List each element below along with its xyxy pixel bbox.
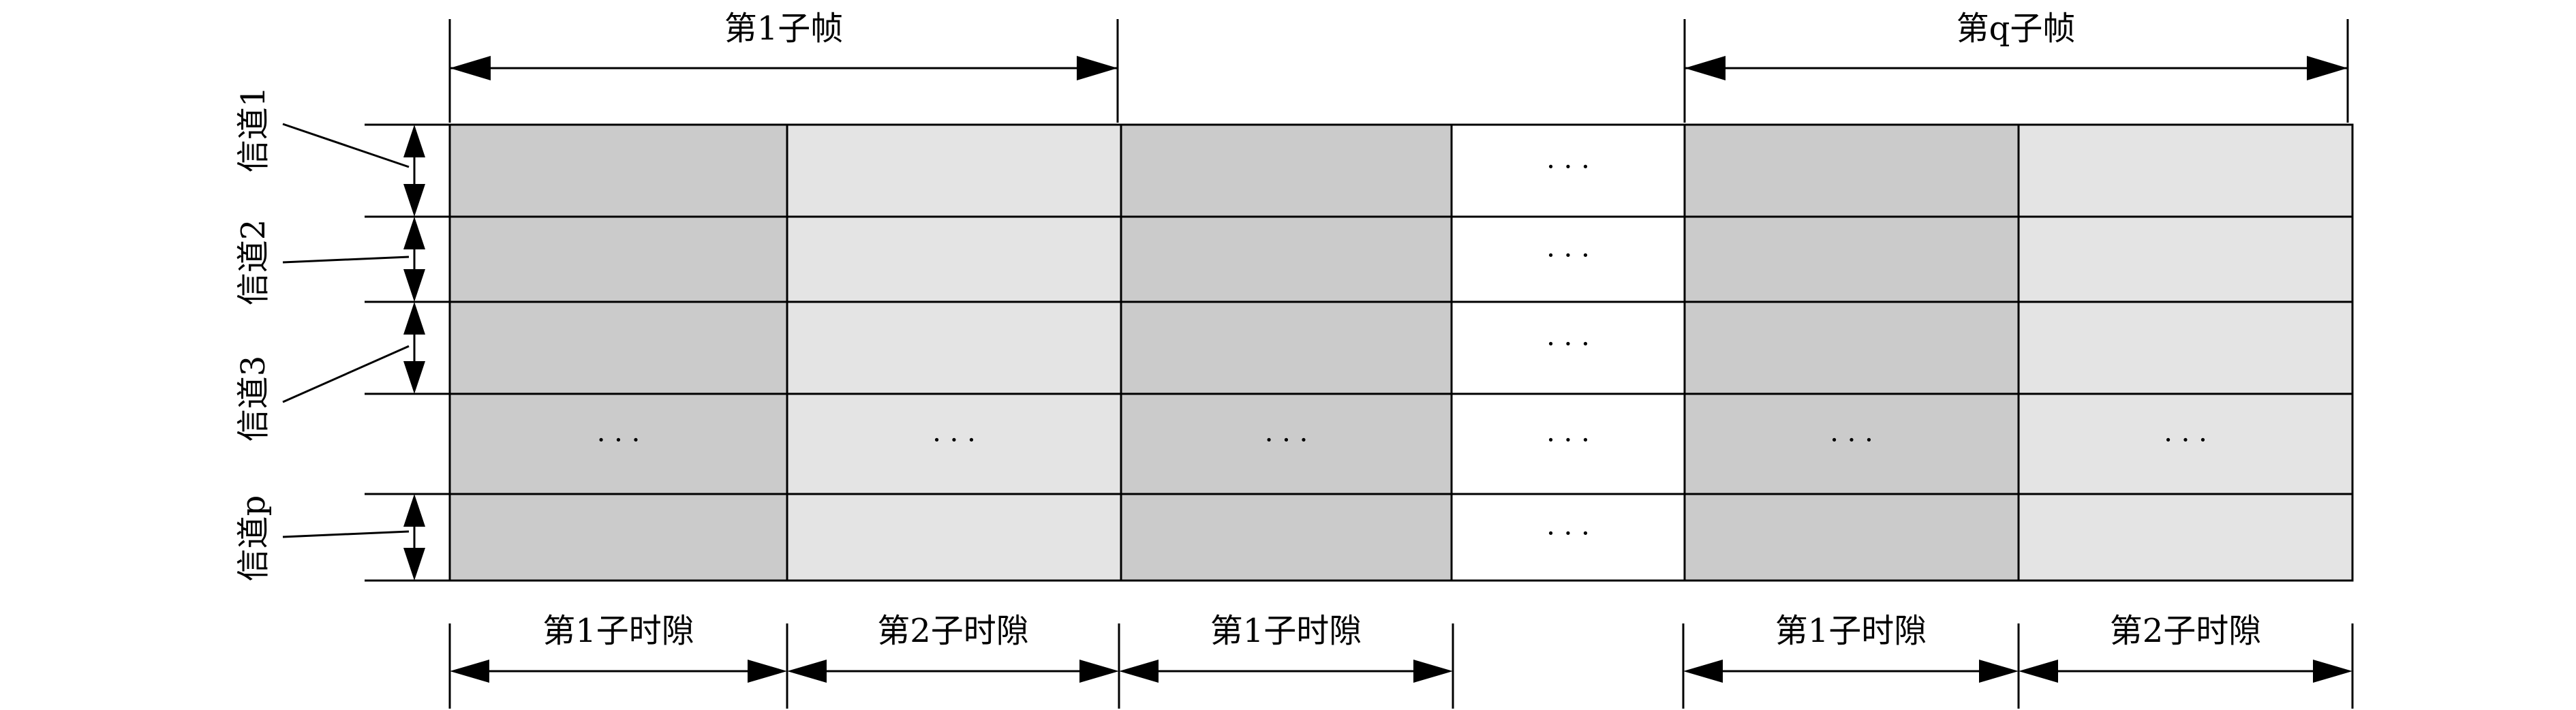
timeslot-3-arrowhead-left bbox=[1119, 660, 1159, 683]
ellipsis-r1-c4: · · · bbox=[1546, 152, 1590, 183]
channel-markers bbox=[282, 123, 450, 582]
ellipsis-r4-c5: · · · bbox=[1830, 425, 1873, 457]
grid-cell-r5-c6 bbox=[2017, 493, 2354, 582]
grid-cell-r2-c2 bbox=[786, 215, 1122, 303]
grid-cell-r4-c5 bbox=[1683, 392, 2020, 495]
timeslot-2-label: 第2子时隙 bbox=[877, 612, 1029, 650]
subframe-1-label: 第1子帧 bbox=[724, 10, 844, 48]
grid-cell-r2-c5 bbox=[1683, 215, 2020, 303]
channel-1-arrowhead-down bbox=[403, 184, 425, 217]
channel-p-label: 信道p bbox=[234, 495, 273, 582]
subframe-arrowheads bbox=[450, 56, 2348, 80]
ellipsis-r4-c6: · · · bbox=[2164, 425, 2207, 457]
timeslot-1-arrowhead-right bbox=[748, 660, 787, 683]
timeslot-3-label: 第1子时隙 bbox=[1210, 612, 1362, 650]
timeslot-2-arrowhead-right bbox=[1079, 660, 1119, 683]
grid-cell-r1-c6 bbox=[2017, 123, 2354, 218]
channel-1-leader bbox=[282, 123, 410, 168]
subframe-1-dimension: 第1子帧 bbox=[448, 10, 1119, 123]
grid-cell-r1-c4 bbox=[1450, 123, 1686, 218]
grid-cell-r4-c2 bbox=[786, 392, 1122, 495]
subframe-q-dimension: 第q子帧 bbox=[1683, 10, 2349, 123]
grid-cell-r1-c1 bbox=[448, 123, 788, 218]
timeslot-1-arrowhead-left bbox=[450, 660, 489, 683]
grid-cell-r1-c5 bbox=[1683, 123, 2020, 218]
grid-cell-r2-c1 bbox=[448, 215, 788, 303]
timeslot-4-arrowhead-right bbox=[1979, 660, 2019, 683]
channel-labels: 信道1 信道2 信道3 信道p bbox=[234, 87, 273, 582]
timeslot-3-arrowhead-right bbox=[1413, 660, 1453, 683]
timeslot-dimensions: 第1子时隙 第2子时隙 第1子时隙 第1子时隙 第2子时隙 bbox=[448, 612, 2354, 709]
ellipsis-marks: · · · · · · · · · · · · · · · · · · · · · · · ·… bbox=[597, 152, 2207, 550]
grid-cell-r5-c4 bbox=[1450, 493, 1686, 582]
channel-4-arrowhead-down bbox=[403, 548, 425, 581]
grid-cell-r5-c1 bbox=[448, 493, 788, 582]
timeslot-1-label: 第1子时隙 bbox=[542, 612, 694, 650]
ellipsis-r5-c4: · · · bbox=[1546, 519, 1590, 550]
channel-3-label: 信道3 bbox=[234, 356, 273, 442]
grid-cell-r3-c4 bbox=[1450, 300, 1686, 395]
grid-cell-r3-c2 bbox=[786, 300, 1122, 395]
ellipsis-r4-c1: · · · bbox=[597, 425, 641, 457]
ellipsis-r4-c4: · · · bbox=[1546, 425, 1590, 457]
channel-1-label: 信道1 bbox=[234, 87, 273, 173]
grid-cell-r3-c5 bbox=[1683, 300, 2020, 395]
ellipsis-r3-c4: · · · bbox=[1546, 329, 1590, 360]
subframe-q-label: 第q子帧 bbox=[1957, 10, 2076, 48]
grid-cell-r1-c3 bbox=[1120, 123, 1453, 218]
grid-cell-r5-c2 bbox=[786, 493, 1122, 582]
channel-4-leader bbox=[282, 530, 410, 538]
timeslot-4-label: 第1子时隙 bbox=[1775, 612, 1927, 650]
channel-2-arrowhead-up bbox=[403, 217, 425, 249]
channel-1-arrowhead-up bbox=[403, 125, 425, 157]
channel-2-leader bbox=[282, 256, 410, 264]
timeslot-4-arrowhead-left bbox=[1683, 660, 1723, 683]
grid-cell-r5-c3 bbox=[1120, 493, 1453, 582]
channel-2-arrowhead-down bbox=[403, 269, 425, 302]
timeslot-2-arrowhead-left bbox=[787, 660, 827, 683]
grid-cell-r3-c6 bbox=[2017, 300, 2354, 395]
grid-cell-r4-c1 bbox=[448, 392, 788, 495]
ellipsis-r4-c2: · · · bbox=[932, 425, 976, 457]
ellipsis-r2-c4: · · · bbox=[1546, 241, 1590, 272]
grid-cell-r3-c3 bbox=[1120, 300, 1453, 395]
timeslot-5-arrowhead-right bbox=[2313, 660, 2352, 683]
channel-3-arrowhead-up bbox=[403, 302, 425, 335]
timeslot-5-label: 第2子时隙 bbox=[2110, 612, 2262, 650]
grid-cell-r2-c6 bbox=[2017, 215, 2354, 303]
grid-cell-r2-c3 bbox=[1120, 215, 1453, 303]
ellipsis-r4-c3: · · · bbox=[1265, 425, 1308, 457]
channel-3-leader bbox=[282, 345, 410, 403]
grid-cell-r4-c3 bbox=[1120, 392, 1453, 495]
grid-cell-r2-c4 bbox=[1450, 215, 1686, 303]
channel-2-label: 信道2 bbox=[234, 219, 273, 306]
channel-4-arrowhead-up bbox=[403, 494, 425, 527]
cell-grid bbox=[448, 123, 2354, 582]
grid-cell-r5-c5 bbox=[1683, 493, 2020, 582]
grid-cell-r1-c2 bbox=[786, 123, 1122, 218]
timeslot-5-arrowhead-left bbox=[2019, 660, 2058, 683]
channel-3-arrowhead-down bbox=[403, 361, 425, 394]
grid-cell-r3-c1 bbox=[448, 300, 788, 395]
